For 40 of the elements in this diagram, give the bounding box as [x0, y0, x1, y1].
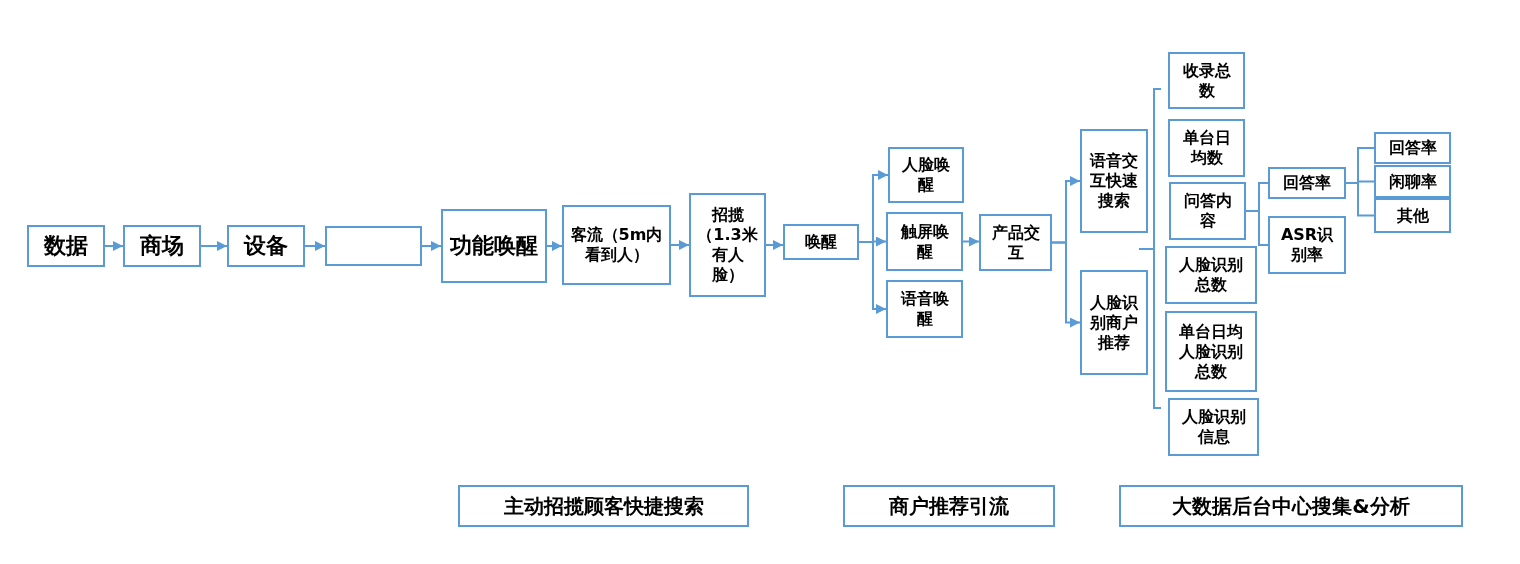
- process-box: 招揽（1.3米有人脸）: [689, 193, 766, 297]
- arrow: [962, 236, 980, 247]
- arrow: [546, 241, 563, 251]
- arrow: [104, 241, 124, 251]
- process-box: 收录总数: [1168, 52, 1245, 109]
- process-box: 触屏唤醒: [886, 212, 963, 271]
- section-label-box: 大数据后台中心搜集&分析: [1119, 485, 1463, 527]
- process-box: 功能唤醒: [441, 209, 547, 283]
- process-box: 问答内容: [1169, 182, 1246, 240]
- process-box: 人脸识别商户推荐: [1080, 270, 1148, 375]
- process-box: 回答率: [1374, 132, 1451, 164]
- process-box: 单台日均数: [1168, 119, 1245, 177]
- section-label-box: 商户推荐引流: [843, 485, 1055, 527]
- section-label-box: 主动招揽顾客快捷搜索: [458, 485, 749, 527]
- process-box: 人脸识别总数: [1165, 246, 1257, 304]
- process-box: 商场: [123, 225, 201, 267]
- process-box: 产品交互: [979, 214, 1052, 271]
- process-box: 人脸唤醒: [888, 147, 964, 203]
- connector-line: [1345, 182, 1375, 217]
- process-box: 单台日均人脸识别总数: [1165, 311, 1257, 392]
- arrow: [858, 241, 887, 314]
- arrow: [421, 241, 442, 251]
- process-box: 人脸识别信息: [1168, 398, 1259, 456]
- process-box: 闲聊率: [1374, 165, 1451, 198]
- arrow: [304, 241, 326, 251]
- process-box: 数据: [27, 225, 105, 267]
- process-box: 其他: [1374, 198, 1451, 233]
- arrow: [200, 241, 228, 251]
- process-box: 设备: [227, 225, 305, 267]
- empty-box: [325, 226, 422, 266]
- process-box: 客流（5m内看到人）: [562, 205, 671, 285]
- process-box: 语音交互快速搜索: [1080, 129, 1148, 233]
- arrow: [670, 240, 690, 250]
- arrow: [1051, 241, 1081, 328]
- connector-line: [1245, 210, 1269, 246]
- process-box: 语音唤醒: [886, 280, 963, 338]
- arrow: [765, 240, 784, 250]
- process-box: 唤醒: [783, 224, 859, 260]
- process-box: ASR识别率: [1268, 216, 1346, 274]
- process-box: 回答率: [1268, 167, 1346, 199]
